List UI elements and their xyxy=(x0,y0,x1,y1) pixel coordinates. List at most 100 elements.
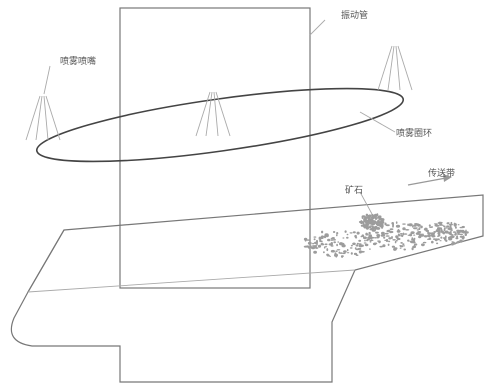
ore-fragment xyxy=(336,243,338,247)
ore-fragment xyxy=(320,240,323,243)
ore-fragment xyxy=(363,242,367,244)
ore-fragment xyxy=(457,240,460,244)
ore-fragment xyxy=(452,231,457,233)
ore-fragment xyxy=(313,238,316,241)
ore-fragment xyxy=(339,252,343,254)
ore-fragment xyxy=(322,235,327,238)
ore-fragment xyxy=(303,237,308,241)
ore-fragment xyxy=(412,225,414,228)
ore-fragment xyxy=(378,240,381,244)
ore-fragment xyxy=(371,216,374,219)
ore-fragment xyxy=(395,235,399,239)
ore-fragment xyxy=(399,247,402,249)
spray-nozzle-label: 喷雾喷嘴 xyxy=(60,57,97,67)
ore-fragment xyxy=(328,243,333,246)
ore-fragment xyxy=(444,237,447,241)
ore-fragment xyxy=(355,244,359,247)
ore-fragment xyxy=(326,253,329,256)
ore-fragment xyxy=(364,239,366,242)
ore-fragment xyxy=(385,224,390,227)
ore-fragment xyxy=(377,227,380,230)
ore-fragment xyxy=(380,234,385,237)
ore-fragment xyxy=(304,239,307,242)
ore-fragment xyxy=(430,233,435,237)
ore-fragment xyxy=(384,239,388,241)
ore-fragment xyxy=(459,233,463,236)
ore-fragment xyxy=(437,227,441,230)
ore-fragment xyxy=(453,222,456,225)
ore-fragment xyxy=(365,222,369,225)
ore-fragment xyxy=(349,247,353,249)
ore-fragment xyxy=(336,232,339,235)
ore-fragment xyxy=(329,255,331,257)
ore-fragment xyxy=(436,224,440,227)
ore-fragment xyxy=(358,239,362,242)
spray-nozzle-middle xyxy=(195,91,231,137)
ore-fragment xyxy=(431,236,435,238)
ore-fragment xyxy=(450,230,452,233)
ore-fragment xyxy=(341,255,344,258)
ore-fragment xyxy=(391,236,393,239)
ore-leader-line xyxy=(359,191,373,215)
ore-fragment xyxy=(377,216,381,219)
ore-fragment xyxy=(314,241,318,245)
ore-fragment xyxy=(427,232,432,235)
ore-fragment xyxy=(321,230,324,234)
ore-fragment xyxy=(369,228,374,231)
ore-fragment xyxy=(362,223,365,226)
ore-fragment xyxy=(427,234,431,238)
vibrating-pipe-label: 振动管 xyxy=(341,11,369,21)
ore-fragment xyxy=(365,227,369,230)
ore-fragment xyxy=(417,223,421,227)
ore-fragment xyxy=(448,236,453,239)
ore-fragment xyxy=(330,239,333,241)
ore-fragment xyxy=(384,232,389,235)
ore-fragment xyxy=(369,225,374,227)
ore-fragment xyxy=(365,213,369,217)
ore-fragment xyxy=(375,231,379,234)
ore-fragment xyxy=(388,237,392,240)
ore-fragment xyxy=(371,236,375,239)
ore-fragment xyxy=(330,249,335,253)
ore-fragment xyxy=(368,216,371,219)
ore-fragment xyxy=(423,235,428,238)
ore-fragment xyxy=(332,231,336,233)
ore-fragment xyxy=(320,243,325,246)
ore-fragment xyxy=(340,242,345,246)
ore-fragment xyxy=(338,251,341,254)
ore-fragment xyxy=(450,221,453,225)
ore-fragment xyxy=(350,244,353,247)
ore-fragment xyxy=(431,232,434,235)
ore-fragment xyxy=(422,241,427,244)
ore-fragment xyxy=(359,221,363,224)
ore-fragment xyxy=(363,216,368,220)
ore-fragment xyxy=(398,234,401,237)
ore-fragment xyxy=(407,239,410,242)
ore-fragment xyxy=(342,252,346,255)
ore-fragment xyxy=(337,241,340,243)
ore-fragment xyxy=(448,227,453,231)
ore-fragment xyxy=(440,236,443,239)
ore-fragment xyxy=(366,238,370,241)
ore-fragment xyxy=(425,229,429,232)
ore-fragment xyxy=(367,236,372,240)
ore-pile xyxy=(303,213,469,258)
ore-fragment xyxy=(401,234,404,238)
ore-fragment xyxy=(369,241,372,243)
ore-fragment xyxy=(375,226,378,230)
ore-fragment xyxy=(389,228,394,231)
ore-fragment xyxy=(409,240,414,243)
ore-fragment xyxy=(370,221,375,225)
ore-fragment xyxy=(368,231,371,235)
ore-fragment xyxy=(417,231,422,233)
ore-fragment xyxy=(377,219,380,222)
ore-fragment xyxy=(379,223,382,226)
ore-fragment xyxy=(346,248,349,252)
ore-fragment xyxy=(462,230,465,233)
ore-fragment xyxy=(418,227,421,231)
ore-fragment xyxy=(431,240,434,244)
ore-fragment xyxy=(433,223,438,225)
ore-fragment xyxy=(336,234,338,237)
ore-fragment xyxy=(400,242,403,244)
ore-fragment xyxy=(438,231,442,233)
